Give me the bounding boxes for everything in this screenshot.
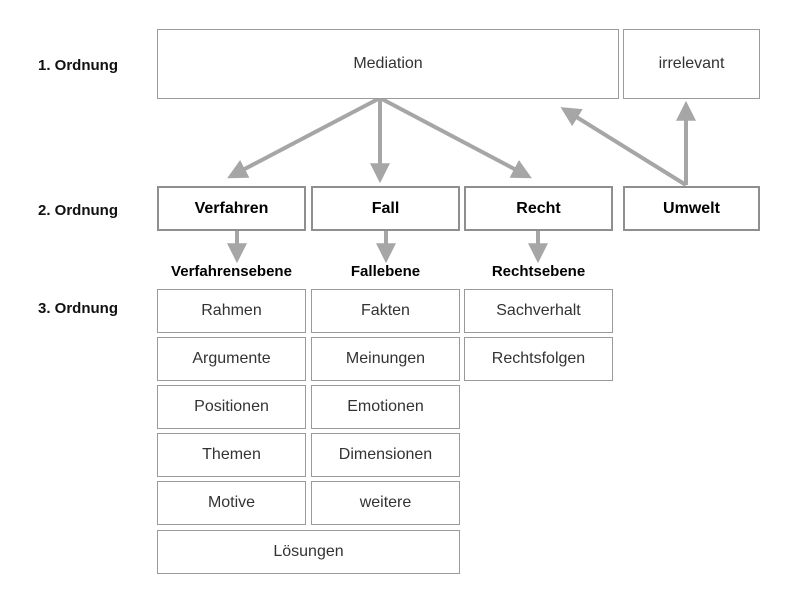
verfahren-item: Themen: [157, 433, 306, 477]
mediation-box: Mediation: [157, 29, 619, 99]
verfahren-box: Verfahren: [157, 186, 306, 231]
row-label-3: 3. Ordnung: [38, 300, 118, 317]
fallebene-title: Fallebene: [350, 263, 421, 280]
row-label-1: 1. Ordnung: [38, 57, 118, 74]
umwelt-box: Umwelt: [623, 186, 760, 231]
fall-box: Fall: [311, 186, 460, 231]
verfahrensebene-title: Verfahrensebene: [171, 263, 292, 280]
arrow-mediation-verfahren: [227, 96, 381, 179]
verfahren-item: Argumente: [157, 337, 306, 381]
rechtsebene-title: Rechtsebene: [491, 263, 586, 280]
irrelevant-box: irrelevant: [623, 29, 760, 99]
fall-item: Dimensionen: [311, 433, 460, 477]
verfahren-item: Positionen: [157, 385, 306, 429]
fall-item: Emotionen: [311, 385, 460, 429]
recht-item: Rechtsfolgen: [464, 337, 613, 381]
fall-item: weitere: [311, 481, 460, 525]
loesungen-box: Lösungen: [157, 530, 460, 574]
recht-box: Recht: [464, 186, 613, 231]
verfahren-item: Rahmen: [157, 289, 306, 333]
fall-item: Meinungen: [311, 337, 460, 381]
recht-item: Sachverhalt: [464, 289, 613, 333]
verfahren-item: Motive: [157, 481, 306, 525]
arrow-umwelt-mediation: [560, 107, 688, 187]
row-label-2: 2. Ordnung: [38, 202, 118, 219]
arrow-mediation-recht: [379, 96, 532, 179]
fall-item: Fakten: [311, 289, 460, 333]
